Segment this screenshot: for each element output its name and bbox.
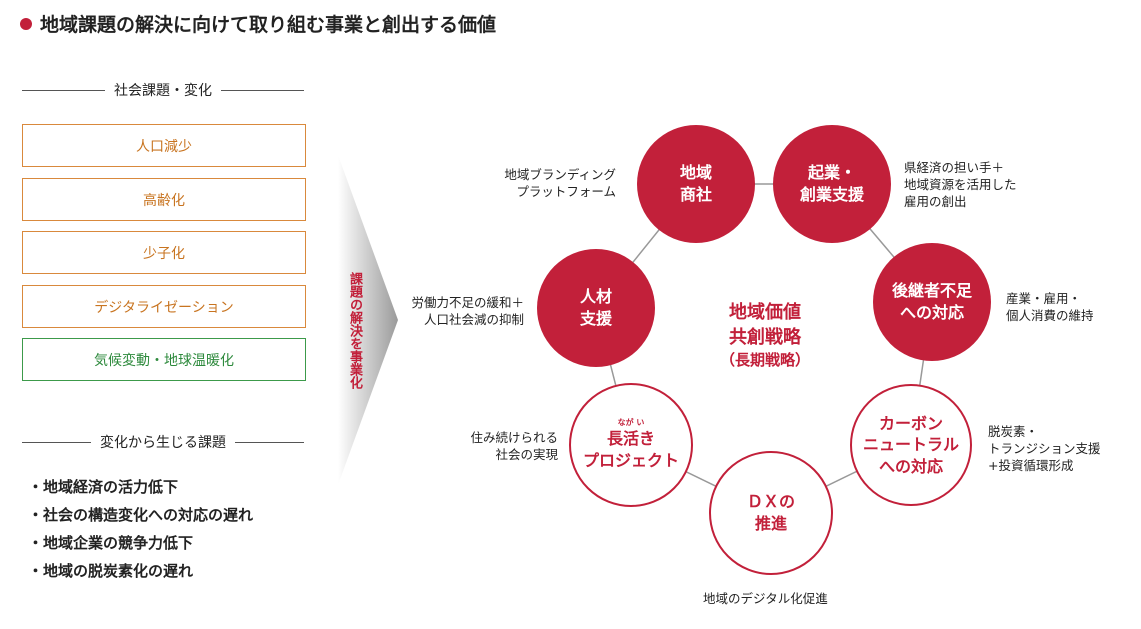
issue-box-climate: 気候変動・地球温暖化 <box>22 338 306 381</box>
circle-label: 後継者不足 <box>891 281 972 301</box>
bullet-item: ・社会の構造変化への対応の遅れ <box>28 506 254 524</box>
circle-label: 商社 <box>679 185 712 204</box>
circle-label: 起業・ <box>807 163 856 183</box>
section-label: 社会課題・変化 <box>114 83 212 99</box>
bullet-item: ・地域企業の競争力低下 <box>28 534 194 552</box>
issue-box-population: 人口減少 <box>22 124 306 167</box>
divider-line <box>221 89 304 91</box>
center-line: 地域価値 <box>729 302 801 323</box>
circle-talent-support: 人材支援 <box>537 249 655 367</box>
note-startup-support: 県経済の担い手＋ 地域資源を活用した 雇用の創出 <box>904 160 1017 211</box>
center-line: 共創戦略 <box>729 327 801 349</box>
note-line: +投資循環形成 <box>988 457 1074 473</box>
note-line: 雇用の創出 <box>904 193 967 209</box>
note-carbon-neutral: 脱炭素・ トランジション支援 +投資循環形成 <box>988 424 1101 475</box>
note-successor-shortage: 産業・雇用・ 個人消費の維持 <box>1006 291 1094 325</box>
note-line: 地域ブランディング <box>504 167 616 182</box>
issue-label: 人口減少 <box>136 138 192 155</box>
note-talent-support: 労働力不足の緩和＋ 人口社会減の抑制 <box>411 295 524 329</box>
note-dx-promotion: 地域のデジタル化促進 <box>703 591 828 608</box>
note-line: 県経済の担い手＋ <box>904 160 1005 175</box>
note-line: 脱炭素・ <box>988 424 1039 439</box>
arrow-label: 課題の解決を事業化 <box>347 272 362 389</box>
issue-label: 気候変動・地球温暖化 <box>94 352 234 369</box>
bullet-item: ・地域の脱炭素化の遅れ <box>28 562 194 580</box>
note-line: 住み続けられる <box>470 430 558 445</box>
circle-label: プロジェクト <box>582 450 679 470</box>
issue-label: 少子化 <box>143 245 185 262</box>
section-header-social-issues: 社会課題・変化 <box>22 80 304 100</box>
divider-line <box>22 441 91 443</box>
note-line: 社会の実現 <box>495 446 558 462</box>
note-line: 産業・雇用・ <box>1006 291 1082 306</box>
section-label: 変化から生じる課題 <box>100 435 226 451</box>
divider-line <box>22 89 105 91</box>
circle-label: 長活き <box>606 428 655 448</box>
circle-label: ニュートラル <box>862 435 959 455</box>
circle-successor-shortage: 後継者不足への対応 <box>873 243 991 361</box>
arrow-shape-icon <box>338 155 398 485</box>
note-line: 地域資源を活用した <box>904 176 1017 192</box>
circle-label: への対応 <box>878 456 943 476</box>
issue-label: デジタライゼーション <box>94 299 234 316</box>
issue-label: 高齢化 <box>143 192 185 209</box>
section-header-resulting-issues: 変化から生じる課題 <box>22 432 304 452</box>
circle-label: 創業支援 <box>799 185 864 204</box>
page-title: 地域課題の解決に向けて取り組む事業と創出する価値 <box>20 10 496 37</box>
circle-label: 地域 <box>679 163 712 183</box>
note-line: 人口社会減の抑制 <box>423 311 524 327</box>
ruby-text: なが い <box>617 417 645 427</box>
issue-box-birthrate: 少子化 <box>22 231 306 274</box>
title-bullet-icon <box>20 17 32 30</box>
issue-box-aging: 高齢化 <box>22 178 306 221</box>
note-regional-trading-company: 地域ブランディング プラットフォーム <box>504 167 616 201</box>
circle-carbon-neutral: カーボンニュートラルへの対応 <box>850 384 972 506</box>
center-strategy-label: 地域価値 共創戦略 （長期戦略） <box>690 300 840 371</box>
center-line: （長期戦略） <box>719 351 810 370</box>
note-line: 地域のデジタル化促進 <box>703 591 828 606</box>
note-line: プラットフォーム <box>516 183 616 199</box>
circle-label: 人材 <box>579 287 612 307</box>
circle-label: への対応 <box>899 303 964 322</box>
note-line: トランジション支援 <box>988 440 1101 456</box>
circle-dx-promotion: ＤＸの推進 <box>709 451 833 575</box>
circle-label: 推進 <box>754 514 787 533</box>
title-text: 地域課題の解決に向けて取り組む事業と創出する価値 <box>40 14 497 36</box>
circle-label: ＤＸの <box>746 492 795 512</box>
note-nagaiki-project: 住み続けられる 社会の実現 <box>470 430 558 464</box>
circle-nagaiki-project: なが い 長活き プロジェクト <box>569 383 693 507</box>
circle-label: 支援 <box>579 309 612 328</box>
note-line: 個人消費の維持 <box>1006 307 1094 323</box>
divider-line <box>235 441 304 443</box>
bullet-item: ・地域経済の活力低下 <box>28 478 179 496</box>
note-line: 労働力不足の緩和＋ <box>411 295 524 310</box>
circle-label: カーボン <box>878 413 943 433</box>
circle-regional-trading-company: 地域商社 <box>637 125 755 243</box>
issue-box-digitalization: デジタライゼーション <box>22 285 306 328</box>
circle-startup-support: 起業・創業支援 <box>773 125 891 243</box>
